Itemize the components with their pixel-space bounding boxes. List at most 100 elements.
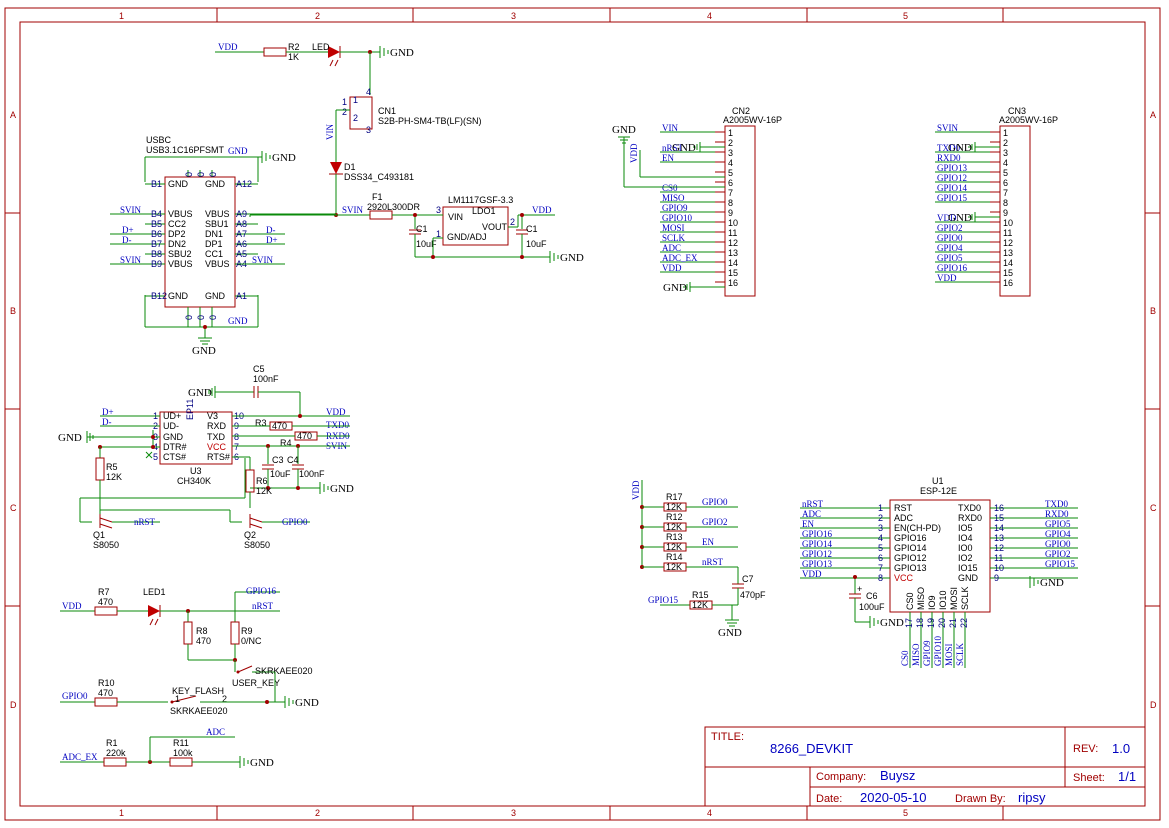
cn3-net-14: GPIO5 [937, 253, 963, 263]
usbc-left-pin-2: B5 [151, 219, 162, 229]
q1-net: nRST [134, 517, 156, 527]
esp-left-net-4: GPIO14 [802, 539, 833, 549]
cn3-net-7: GPIO14 [937, 183, 968, 193]
cn3-pin-13: 13 [1003, 248, 1013, 258]
net-gpio16-key: GPIO16 [246, 586, 277, 596]
led-emission-arrows [329, 59, 339, 67]
c2-value: 10uF [526, 239, 547, 249]
cn2-pin-15: 15 [728, 268, 738, 278]
cn3-net-11: GPIO2 [937, 223, 963, 233]
u3-right-pin-3: 7 [234, 442, 239, 452]
r5-value: 12K [106, 472, 122, 482]
esp-bottom-net-3: GPIO10 [933, 635, 943, 666]
u3-left-net-0: D+ [102, 407, 114, 417]
user-key-part: SKRKAEE020 [255, 666, 313, 676]
usbc-left-name-7: GND [168, 291, 189, 301]
r6-value: 12K [256, 486, 272, 496]
u3-left-name-4: CTS# [163, 452, 186, 462]
usbc-left-pin-4: B7 [151, 239, 162, 249]
pullup-ref-0: R17 [666, 492, 683, 502]
cn2-net-11: MOSI [662, 223, 685, 233]
cn2-net-4: EN [662, 153, 674, 163]
zone-row-c-right: C [1150, 503, 1157, 513]
esp-bottom-pin-5: 22 [959, 618, 969, 628]
esp-left-net-3: GPIO16 [802, 529, 833, 539]
cn2-net-14: ADC_EX [662, 253, 698, 263]
usbc-right-pin-2: A8 [236, 219, 247, 229]
company-label: Company: [816, 771, 866, 783]
cn3-net-10: VDD [937, 213, 957, 223]
cn2-part: A2005WV-16P [723, 115, 782, 125]
title-label: TITLE: [711, 731, 744, 743]
zone-col-2: 2 [315, 11, 320, 21]
r2-value: 1K [288, 52, 299, 62]
esp-left-name-4: GPIO14 [894, 543, 927, 553]
ldo-section: LM1117GSF-3.3 LDO1 VIN VOUT GND/ADJ 3 2 … [409, 195, 584, 264]
cn2-pin-6: 6 [728, 178, 733, 188]
r9-value: 0/NC [241, 636, 262, 646]
u3-right-name-2: TXD [207, 432, 226, 442]
keys-vdd: VDD [62, 601, 82, 611]
flash-key-part: SKRKAEE020 [170, 706, 228, 716]
usb-uart-u3 [159, 411, 233, 465]
zone-row-a-right: A [1150, 110, 1156, 120]
keys-section: VDD R7 470 LED1 R8 470 GPIO16 nRST R9 0/… [60, 586, 319, 716]
cn2-pin-1: 1 [728, 128, 733, 138]
esp-bottom-name-0: CS0 [905, 592, 915, 610]
cn3-pin-5: 5 [1003, 168, 1008, 178]
pullup-ref-1: R12 [666, 512, 683, 522]
cn3-pin-6: 6 [1003, 178, 1008, 188]
cn3-section: CN3 A2005WV-16P 1SVIN23TXD04RXD05GPIO136… [935, 106, 1058, 297]
flash-key-pin2: 2 [222, 694, 227, 704]
usbc-left-name-0: GND [168, 179, 189, 189]
q1-ref: Q1 [93, 530, 105, 540]
resistor-r7 [94, 606, 118, 616]
led-power-diode [328, 46, 340, 58]
cn2-pin-7: 7 [728, 188, 733, 198]
gnd-adc: GND [250, 757, 274, 769]
c7-value: 470pF [740, 590, 766, 600]
zone-row-b-right: B [1150, 306, 1156, 316]
esp-bottom-pin-2: 19 [926, 618, 936, 628]
esp-right-name-2: IO5 [958, 523, 973, 533]
u3-right-pin-2: 8 [234, 432, 239, 442]
esp-left-pin-3: 4 [878, 533, 883, 543]
cn2-net-3: nRST [662, 143, 684, 153]
u3-left-pin-4: 5 [153, 452, 158, 462]
cn3-ref: CN3 [1008, 106, 1026, 116]
c1-value: 10uF [416, 239, 437, 249]
usbc-right-name-2: SBU1 [205, 219, 229, 229]
c6-value: 100uF [859, 602, 885, 612]
cn3-pin-1: 1 [1003, 128, 1008, 138]
usbc-left-name-3: DP2 [168, 229, 186, 239]
cn3-pin-12: 12 [1003, 238, 1013, 248]
cn2-net-10: GPIO10 [662, 213, 693, 223]
cn3-pin-group: 1SVIN23TXD04RXD05GPIO136GPIO127GPIO148GP… [935, 123, 1013, 288]
cn2-ref: CN2 [732, 106, 750, 116]
cn3-net-16: VDD [937, 273, 957, 283]
cn3-net-6: GPIO12 [937, 173, 967, 183]
cn3-pin-2: 2 [1003, 138, 1008, 148]
cn2-pin-16: 16 [728, 278, 738, 288]
usbc-left-pin-0: B1 [151, 179, 162, 189]
zone-labels: 1 2 3 4 5 1 2 3 4 5 A B C D A B C D [10, 11, 1157, 818]
cn1-pin4: 4 [366, 87, 371, 97]
cn2-pin-4: 4 [728, 158, 733, 168]
cn2-net-7: CS0 [662, 183, 678, 193]
usbc-right-name-0: GND [205, 179, 226, 189]
r1-ref: R1 [106, 738, 118, 748]
resistor-r5 [95, 457, 105, 481]
esp-right-net-3: GPIO4 [1045, 529, 1071, 539]
esp-bottom-net-2: GPIO9 [922, 640, 932, 666]
wifi-module-u1 [889, 499, 991, 613]
gnd-ldo: GND [560, 252, 584, 264]
resistor-r9 [230, 621, 240, 645]
pullup-value-0: 12K [666, 502, 682, 512]
r11-value: 100k [173, 748, 193, 758]
zone-col-1: 1 [119, 11, 124, 21]
esp-left-name-3: GPIO16 [894, 533, 927, 543]
resistor-r11 [169, 757, 193, 767]
ldo-pin3: 3 [436, 205, 441, 215]
